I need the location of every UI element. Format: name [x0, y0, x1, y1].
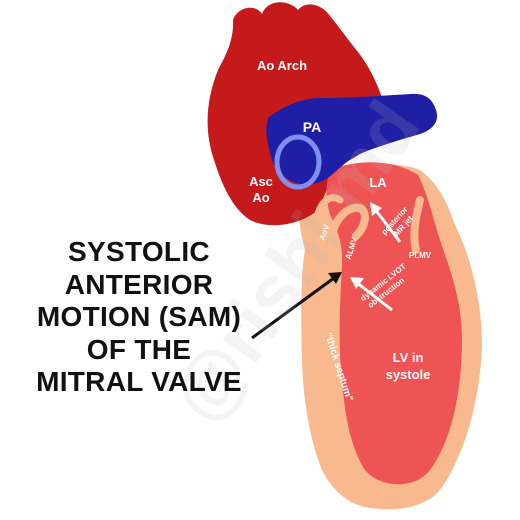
- anterior-mitral-leaflet: [326, 203, 369, 246]
- label-ao-arch: Ao Arch: [257, 58, 307, 73]
- aortic-valve-leaflet: [314, 194, 344, 218]
- lvot-flow-arrow: [350, 277, 393, 312]
- headline-line-4: OF THE: [86, 333, 192, 365]
- label-asc-ao-line1: Asc: [249, 174, 273, 189]
- headline: SYSTOLIC ANTERIOR MOTION (SAM) OF THE MI…: [8, 236, 270, 399]
- label-lv-line1: LV in: [393, 350, 424, 365]
- posterior-mr-jet-arrow: [370, 202, 402, 243]
- headline-line-2: ANTERIOR: [64, 268, 214, 300]
- posterior-mitral-leaflet: [410, 196, 424, 254]
- label-la: LA: [369, 175, 387, 190]
- left-heart-chamber: [326, 162, 462, 485]
- pulmonary-artery: [266, 93, 438, 185]
- headline-line-1: SYSTOLIC: [68, 236, 210, 267]
- pa-valve-ring: [274, 134, 322, 190]
- headline-line-5: MITRAL VALVE: [36, 366, 242, 397]
- pointer-arrow: [251, 272, 342, 340]
- label-lv-line2: systole: [386, 367, 431, 382]
- label-pa: PA: [303, 119, 321, 135]
- headline-line-3: MOTION (SAM): [36, 301, 242, 332]
- label-asc-ao-line2: Ao: [252, 190, 269, 205]
- label-plmv: PLMV: [409, 251, 432, 260]
